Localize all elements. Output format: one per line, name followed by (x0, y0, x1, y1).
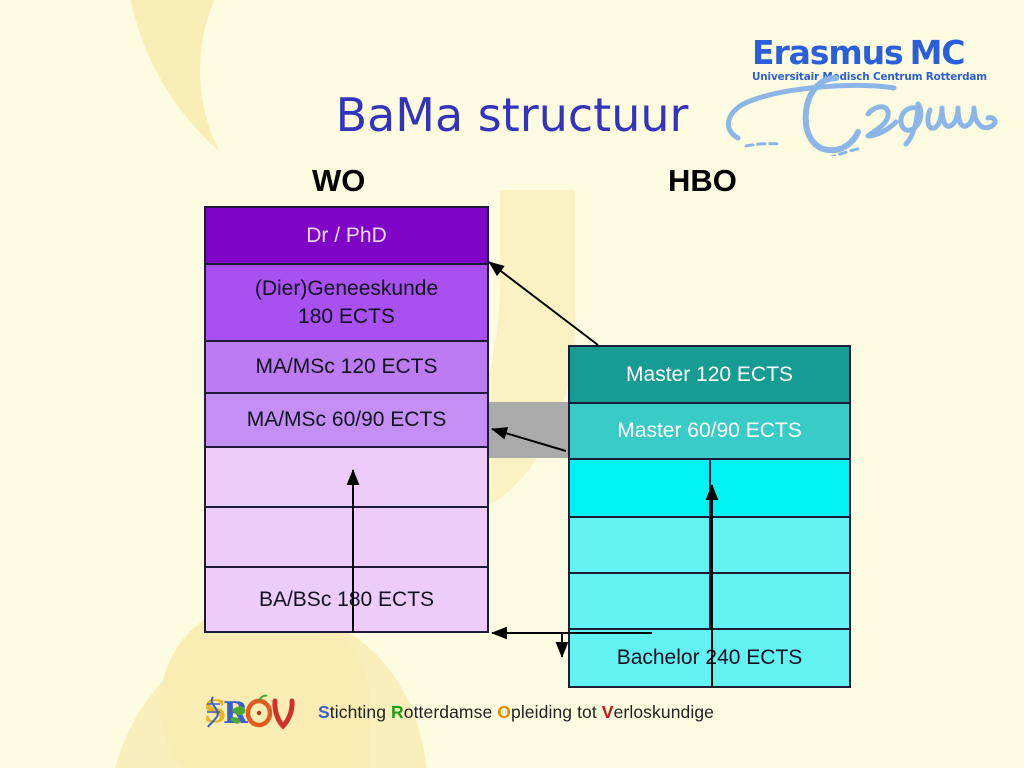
wo-ladder: Dr / PhD (Dier)Geneeskunde 180 ECTS MA/MSc … (204, 206, 489, 633)
wo-row-0-label: Dr / PhD (306, 223, 387, 247)
hbo-row-0-label: Master 120 ECTS (626, 362, 793, 386)
hbo-row-3 (570, 518, 849, 574)
footer-part: otterdamse (403, 701, 498, 722)
gray-bridge-connector (489, 402, 569, 458)
logo-name: Erasmus (752, 33, 904, 72)
footer-part: V (601, 701, 614, 722)
footer-part: O (497, 701, 511, 722)
wo-row-5 (206, 508, 487, 568)
footer: S R Stichting Rotterdamse Opleiding tot … (203, 692, 714, 732)
column-header-wo: WO (312, 163, 366, 198)
erasmus-signature-icon (725, 75, 998, 156)
hbo-row-1: Master 60/90 ECTS (570, 404, 849, 460)
hbo-ladder: Master 120 ECTS Master 60/90 ECTS Bachelor… (568, 345, 851, 688)
footer-part: pleiding tot (510, 701, 602, 722)
hbo-row-5: Bachelor 240 ECTS (570, 630, 849, 686)
wo-row-4 (206, 448, 487, 508)
hbo-row-4 (570, 574, 849, 630)
hbo-row-5-label: Bachelor 240 ECTS (616, 646, 803, 670)
wo-row-1: (Dier)Geneeskunde 180 ECTS (206, 265, 487, 342)
footer-part: S (318, 701, 330, 722)
logo-subtitle: Universitair Medisch Centrum Rotterdam (752, 71, 987, 83)
wo-row-6-label: BA/BSc 180 ECTS (258, 587, 435, 611)
wo-row-3-label: MA/MSc 60/90 ECTS (246, 408, 447, 432)
wo-row-1-label: 180 ECTS (298, 304, 395, 328)
footer-text: Stichting Rotterdamse Opleiding tot Verl… (318, 702, 714, 723)
wo-row-2-label: MA/MSc 120 ECTS (255, 355, 438, 379)
wo-row-1-label: (Dier)Geneeskunde (254, 276, 439, 300)
column-header-hbo: HBO (668, 163, 737, 198)
hbo-row-1-label: Master 60/90 ECTS (617, 419, 802, 443)
logo-mc: MC (909, 33, 966, 72)
hbo-row-0: Master 120 ECTS (570, 347, 849, 404)
footer-part: R (391, 701, 404, 722)
srov-logo-icon: S R (204, 694, 295, 731)
wo-row-0: Dr / PhD (206, 208, 487, 265)
footer-part: erloskundige (613, 701, 715, 722)
arrow-master120-to-phd (488, 261, 599, 346)
wo-row-3: MA/MSc 60/90 ECTS (206, 394, 487, 448)
wo-row-6: BA/BSc 180 ECTS (206, 568, 487, 631)
hbo-row-2 (570, 460, 849, 518)
footer-part: tichting (329, 701, 391, 722)
page-title: BaMa structuur (335, 88, 689, 142)
wo-row-2: MA/MSc 120 ECTS (206, 342, 487, 394)
